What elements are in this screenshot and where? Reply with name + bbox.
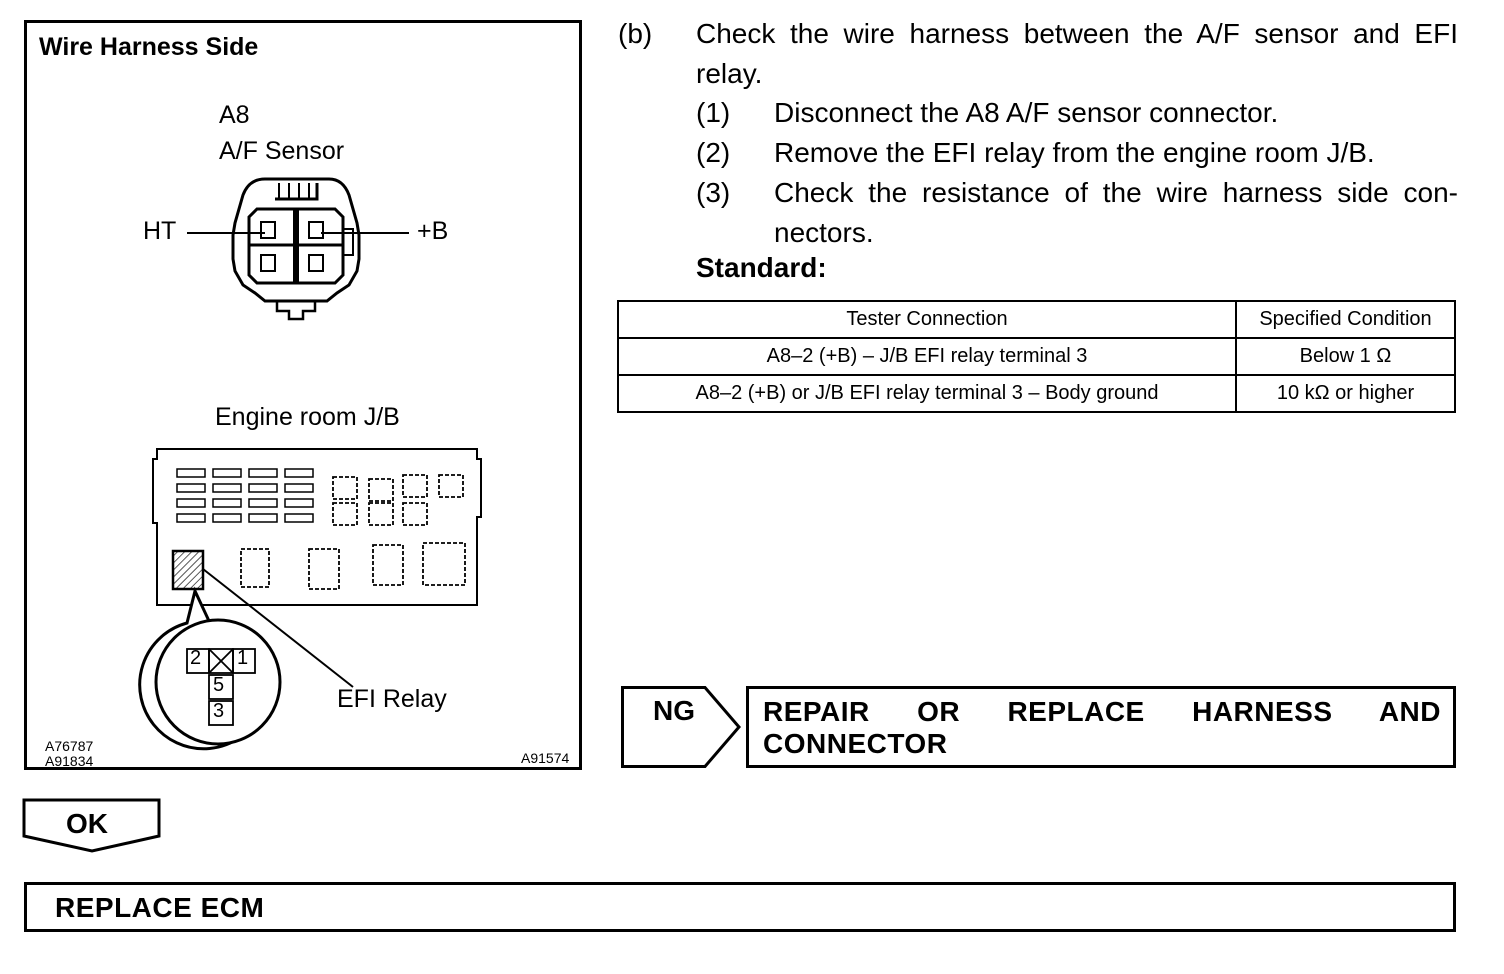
efi-relay-label: EFI Relay — [337, 685, 447, 713]
table-cell: A8–2 (+B) or J/B EFI relay terminal 3 – … — [617, 374, 1237, 413]
relay-terminal-5: 5 — [213, 674, 225, 696]
table-row: A8–2 (+B) – J/B EFI relay terminal 3 Bel… — [617, 337, 1456, 376]
connector-name: A/F Sensor — [219, 137, 345, 165]
af-sensor-connector-drawing — [187, 177, 409, 321]
table-header: Tester Connection — [617, 300, 1237, 339]
table-row: A8–2 (+B) or J/B EFI relay terminal 3 – … — [617, 374, 1456, 413]
table-header-row: Tester Connection Specified Condition — [617, 300, 1456, 339]
ref-code-3: A91574 — [521, 750, 570, 766]
ref-code-2: A91834 — [45, 753, 94, 769]
pin-label-ht: HT — [143, 217, 177, 245]
relay-terminal-3: 3 — [213, 700, 225, 722]
table-cell: Below 1 Ω — [1235, 337, 1456, 376]
figure-title: Wire Harness Side — [39, 33, 259, 61]
efi-relay-location — [171, 549, 205, 591]
ng-action-box: REPAIR OR REPLACE HARNESS AND CONNECTOR — [746, 686, 1456, 768]
ref-code-1: A76787 — [45, 738, 94, 754]
table-cell: 10 kΩ or higher — [1235, 374, 1456, 413]
ok-label: OK — [66, 808, 108, 839]
substep-2-text: Remove the EFI relay from the engine roo… — [774, 137, 1375, 168]
substep-1-text: Disconnect the A8 A/F sensor connector. — [774, 97, 1279, 128]
step-b-marker: (b) — [618, 18, 653, 49]
figure-drawing — [138, 177, 482, 751]
step-b-text: Check the wire harness between the A/F s… — [696, 18, 1458, 89]
jb-title: Engine room J/B — [215, 403, 400, 431]
connector-code: A8 — [219, 101, 250, 129]
pin-label-plus-b: +B — [417, 217, 449, 245]
relay-terminal-2: 2 — [190, 647, 202, 669]
ok-action-box: REPLACE ECM — [24, 882, 1456, 932]
table-header: Specified Condition — [1235, 300, 1456, 339]
engine-room-jb-drawing — [152, 448, 482, 606]
ng-arrow-box — [621, 686, 741, 768]
wiring-figure: Wire Harness Side A8 A/F Sensor HT +B En… — [24, 20, 582, 770]
ok-arrow-box — [22, 798, 161, 853]
substep-2-marker: (2) — [696, 137, 731, 168]
standard-label: Standard: — [696, 252, 827, 283]
spec-table: Tester Connection Specified Condition A8… — [617, 300, 1456, 413]
substep-3-text: Check the resistance of the wire harness… — [774, 177, 1458, 248]
table-cell: A8–2 (+B) – J/B EFI relay terminal 3 — [617, 337, 1237, 376]
substep-1-marker: (1) — [696, 97, 731, 128]
relay-terminal-1: 1 — [237, 647, 249, 669]
substep-3-marker: (3) — [696, 177, 731, 208]
ng-label: NG — [653, 695, 695, 726]
